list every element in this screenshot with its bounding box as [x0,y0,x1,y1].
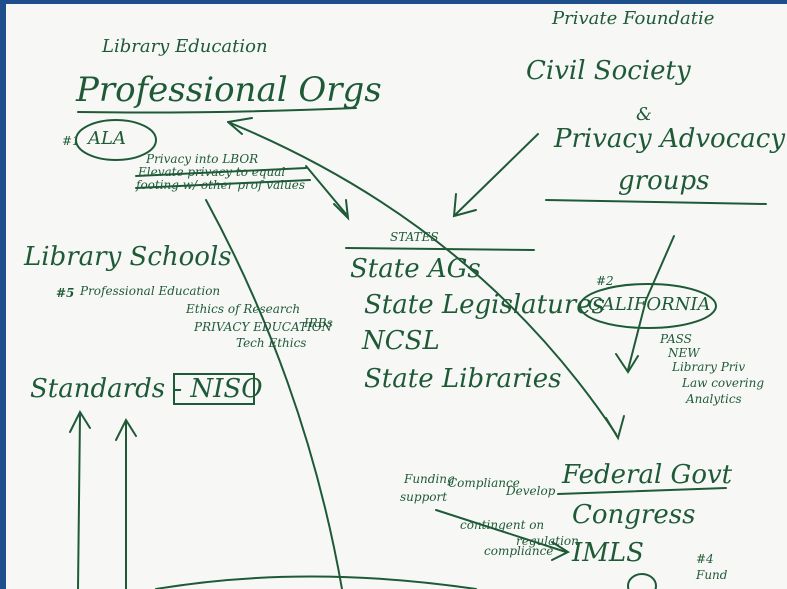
fed-note-3: Compliance [448,476,520,490]
ink-strokes [69,107,767,589]
private-foundations-label: Private Foundatie [552,8,715,29]
library-schools-label: Library Schools [24,242,232,272]
irbs-label: IRBs [304,316,333,330]
ca-note-5: Analytics [686,392,742,406]
groups-label: groups [618,166,710,196]
fed-note-1: Funding [404,472,455,486]
library-schools-number: #5 [56,286,75,300]
professional-orgs-label: Professional Orgs [76,70,382,110]
ampersand-label: & [636,104,653,125]
california-number: #2 [596,274,614,288]
fed-num-label: #4 [696,552,714,566]
fed-note-5: contingent on [460,518,545,532]
ala-note-1: Privacy into LBOR [146,152,259,166]
ca-note-1: PASS [660,332,692,346]
tech-ethics-label: Tech Ethics [236,336,307,350]
ncsl-label: NCSL [362,326,440,356]
ala-note-2: Elevate privacy to equal [138,165,286,179]
ca-note-3: Library Priv [672,360,746,374]
professional-education-label: Professional Education [80,284,221,298]
privacy-advocacy-label: Privacy Advocacy [554,124,786,154]
fed-note-4: Develop [506,484,556,498]
ca-note-4: Law covering [682,376,765,390]
fed-partial-label: Fund [696,568,728,582]
fed-note-2: support [400,490,448,504]
state-ags-label: State AGs [350,254,481,284]
ala-note-3: footing w/ other prof values [136,178,305,192]
state-legislatures-label: State Legislatures [364,290,605,320]
privacy-education-label: PRIVACY EDUCATION [194,320,333,334]
civil-society-label: Civil Society [526,56,691,86]
state-libraries-label: State Libraries [364,364,562,394]
standards-niso-label: Standards - NISO [30,374,263,404]
library-education-label: Library Education [102,36,268,57]
states-header: STATES [390,230,439,244]
ala-label: ALA [88,128,126,149]
ca-note-2: NEW [668,346,700,360]
fed-note-6: compliance [484,544,554,558]
imls-label: IMLS [572,538,644,568]
california-label: CALIFORNIA [588,294,711,315]
ala-number-label: #1 [62,134,80,148]
congress-label: Congress [572,500,696,530]
fed-note-7: regulation [516,534,579,548]
federal-govt-label: Federal Govt [562,460,733,490]
ethics-research-label: Ethics of Research [186,302,301,316]
whiteboard: Private Foundatie Civil Society & Privac… [6,4,787,589]
